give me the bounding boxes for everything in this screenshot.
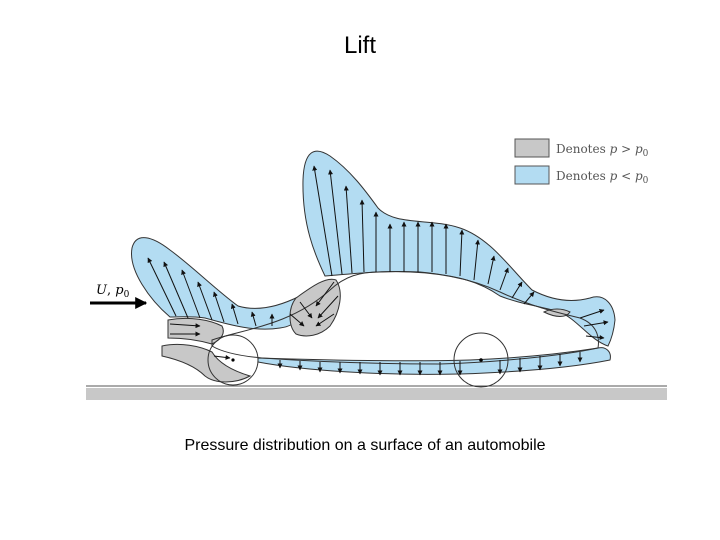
legend-swatch-low bbox=[514, 165, 550, 185]
legend-swatch-high bbox=[514, 138, 550, 158]
rear-wheel-hub bbox=[479, 358, 483, 362]
legend: Denotes p > p0 Denotes p < p0 bbox=[514, 138, 649, 186]
inflow-label: U, p0 bbox=[96, 283, 130, 300]
ground-strip bbox=[86, 388, 667, 400]
legend-label-high: Denotes p > p0 bbox=[556, 142, 649, 159]
slide-title: Lift bbox=[343, 32, 376, 59]
pressure-arrows bbox=[147, 165, 609, 376]
front-wheel bbox=[207, 334, 259, 386]
figure-caption: Pressure distribution on a surface of an… bbox=[184, 437, 546, 454]
legend-label-low: Denotes p < p0 bbox=[556, 169, 649, 186]
hood-suction-region bbox=[131, 237, 303, 330]
front-wheel-hub bbox=[231, 358, 235, 362]
nose-stagnation-region bbox=[167, 317, 224, 345]
rear-wheel bbox=[453, 332, 509, 388]
front-lower-region bbox=[161, 343, 252, 383]
roof-suction-region bbox=[302, 150, 616, 347]
